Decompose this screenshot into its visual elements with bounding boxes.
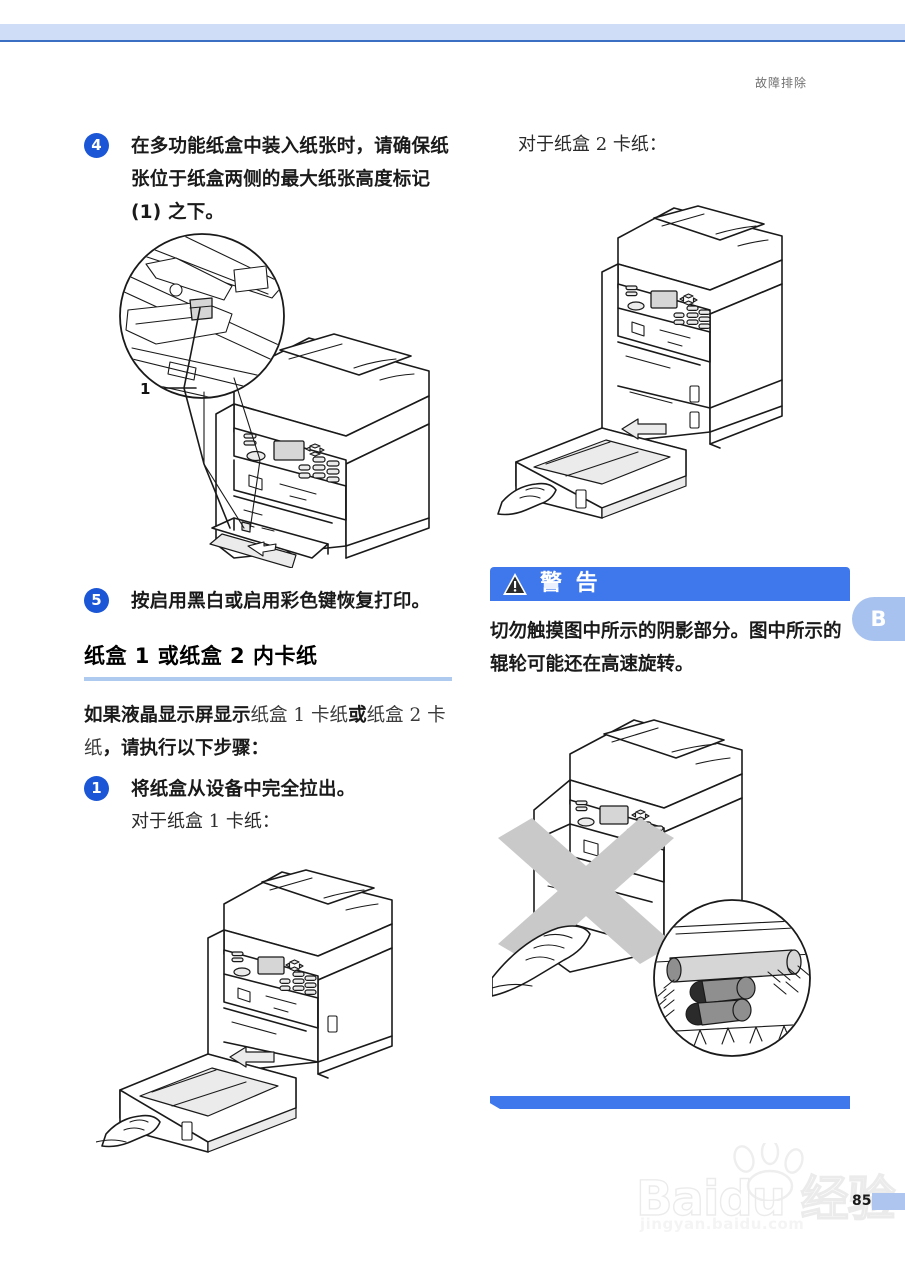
figure-warning-do-not-touch <box>492 706 842 1062</box>
warning-block: 警 告 切勿触摸图中所示的阴影部分。图中所示的辊轮可能还在高速旋转。 <box>490 567 850 681</box>
watermark-url: jingyan.baidu.com <box>640 1215 805 1233</box>
step-1-subtext: 对于纸盒 1 卡纸： <box>131 811 280 832</box>
paper-tray <box>497 418 687 519</box>
figure-tray2-pull-out <box>494 190 834 520</box>
step-5: 5 按启用黑白或启用彩色键恢复打印。 <box>84 585 452 618</box>
step-5-text: 按启用黑白或启用彩色键恢复打印。 <box>131 585 452 618</box>
baidu-watermark: Baidu 经验 jingyan.baidu.com <box>635 1143 898 1235</box>
section-heading: 纸盒 1 或纸盒 2 内卡纸 <box>84 644 318 668</box>
right-column: 对于纸盒 2 卡纸： 警 告 切勿触摸图中所示的阴影部分。图中所示的辊轮可能还在… <box>490 130 850 681</box>
printer-illustration <box>601 205 783 451</box>
side-tab-label: B <box>870 607 887 631</box>
step-5-number: 5 <box>84 588 109 613</box>
step-1: 1 将纸盒从设备中完全拉出。 对于纸盒 1 卡纸： <box>84 773 452 838</box>
paper-tray <box>96 1046 297 1153</box>
side-tab-section-b: B <box>852 597 905 641</box>
step-5-bold-color: 启用彩色 <box>243 591 319 612</box>
step-5-bold-mono: 启用黑白 <box>149 591 225 612</box>
callout-1-label: 1 <box>140 380 150 398</box>
lcd-message-tray2: 纸盒 2 卡纸 <box>84 705 446 759</box>
magnified-roller-circle <box>653 899 811 1057</box>
callout-1: 1 <box>140 307 261 531</box>
printer-illustration <box>209 333 430 568</box>
lead-part2: 或 <box>348 705 367 726</box>
warning-title: 警 告 <box>540 571 601 596</box>
left-column: 4 在多功能纸盒中装入纸张时，请确保纸张位于纸盒两侧的最大纸张高度标记 (1) … <box>84 130 452 842</box>
step-5-text-part1: 按 <box>131 591 150 612</box>
step-4-text: 在多功能纸盒中装入纸张时，请确保纸张位于纸盒两侧的最大纸张高度标记 (1) 之下… <box>131 136 449 223</box>
step-4: 4 在多功能纸盒中装入纸张时，请确保纸张位于纸盒两侧的最大纸张高度标记 (1) … <box>84 130 452 229</box>
page-number: 85 <box>852 1193 872 1209</box>
baidu-paw-icon <box>733 1143 804 1201</box>
running-header: 故障排除 <box>754 76 807 90</box>
warning-footer-bar <box>490 1096 850 1109</box>
lead-part1: 如果液晶显示屏显示 <box>84 705 251 726</box>
warning-triangle-icon <box>503 573 527 595</box>
top-decorative-band <box>0 24 905 42</box>
warning-body: 切勿触摸图中所示的阴影部分。图中所示的辊轮可能还在高速旋转。 <box>490 621 842 675</box>
step-1-text: 将纸盒从设备中完全拉出。 <box>131 779 356 800</box>
figure-tray1-pull-out <box>96 846 426 1158</box>
figure-mp-tray-max-mark: 1 <box>84 228 454 568</box>
printer-illustration <box>207 869 393 1079</box>
step-5-text-part2: 或 <box>224 591 244 612</box>
step-5-text-part3: 键恢复打印。 <box>318 591 431 612</box>
lead-part3: ，请执行以下步骤： <box>102 738 270 759</box>
hand-illustration <box>492 925 591 997</box>
do-not-touch-x-overlay <box>498 818 674 964</box>
tray2-caption: 对于纸盒 2 卡纸： <box>518 134 667 155</box>
warning-banner: 警 告 <box>490 567 850 601</box>
step-1-number: 1 <box>84 776 109 801</box>
page-number-bar <box>872 1193 905 1210</box>
lead-paragraph: 如果液晶显示屏显示纸盒 1 卡纸或纸盒 2 卡纸，请执行以下步骤： <box>84 699 452 765</box>
lcd-message-tray1: 纸盒 1 卡纸 <box>250 705 349 726</box>
step-4-number: 4 <box>84 133 109 158</box>
section-heading-rule <box>84 677 452 681</box>
